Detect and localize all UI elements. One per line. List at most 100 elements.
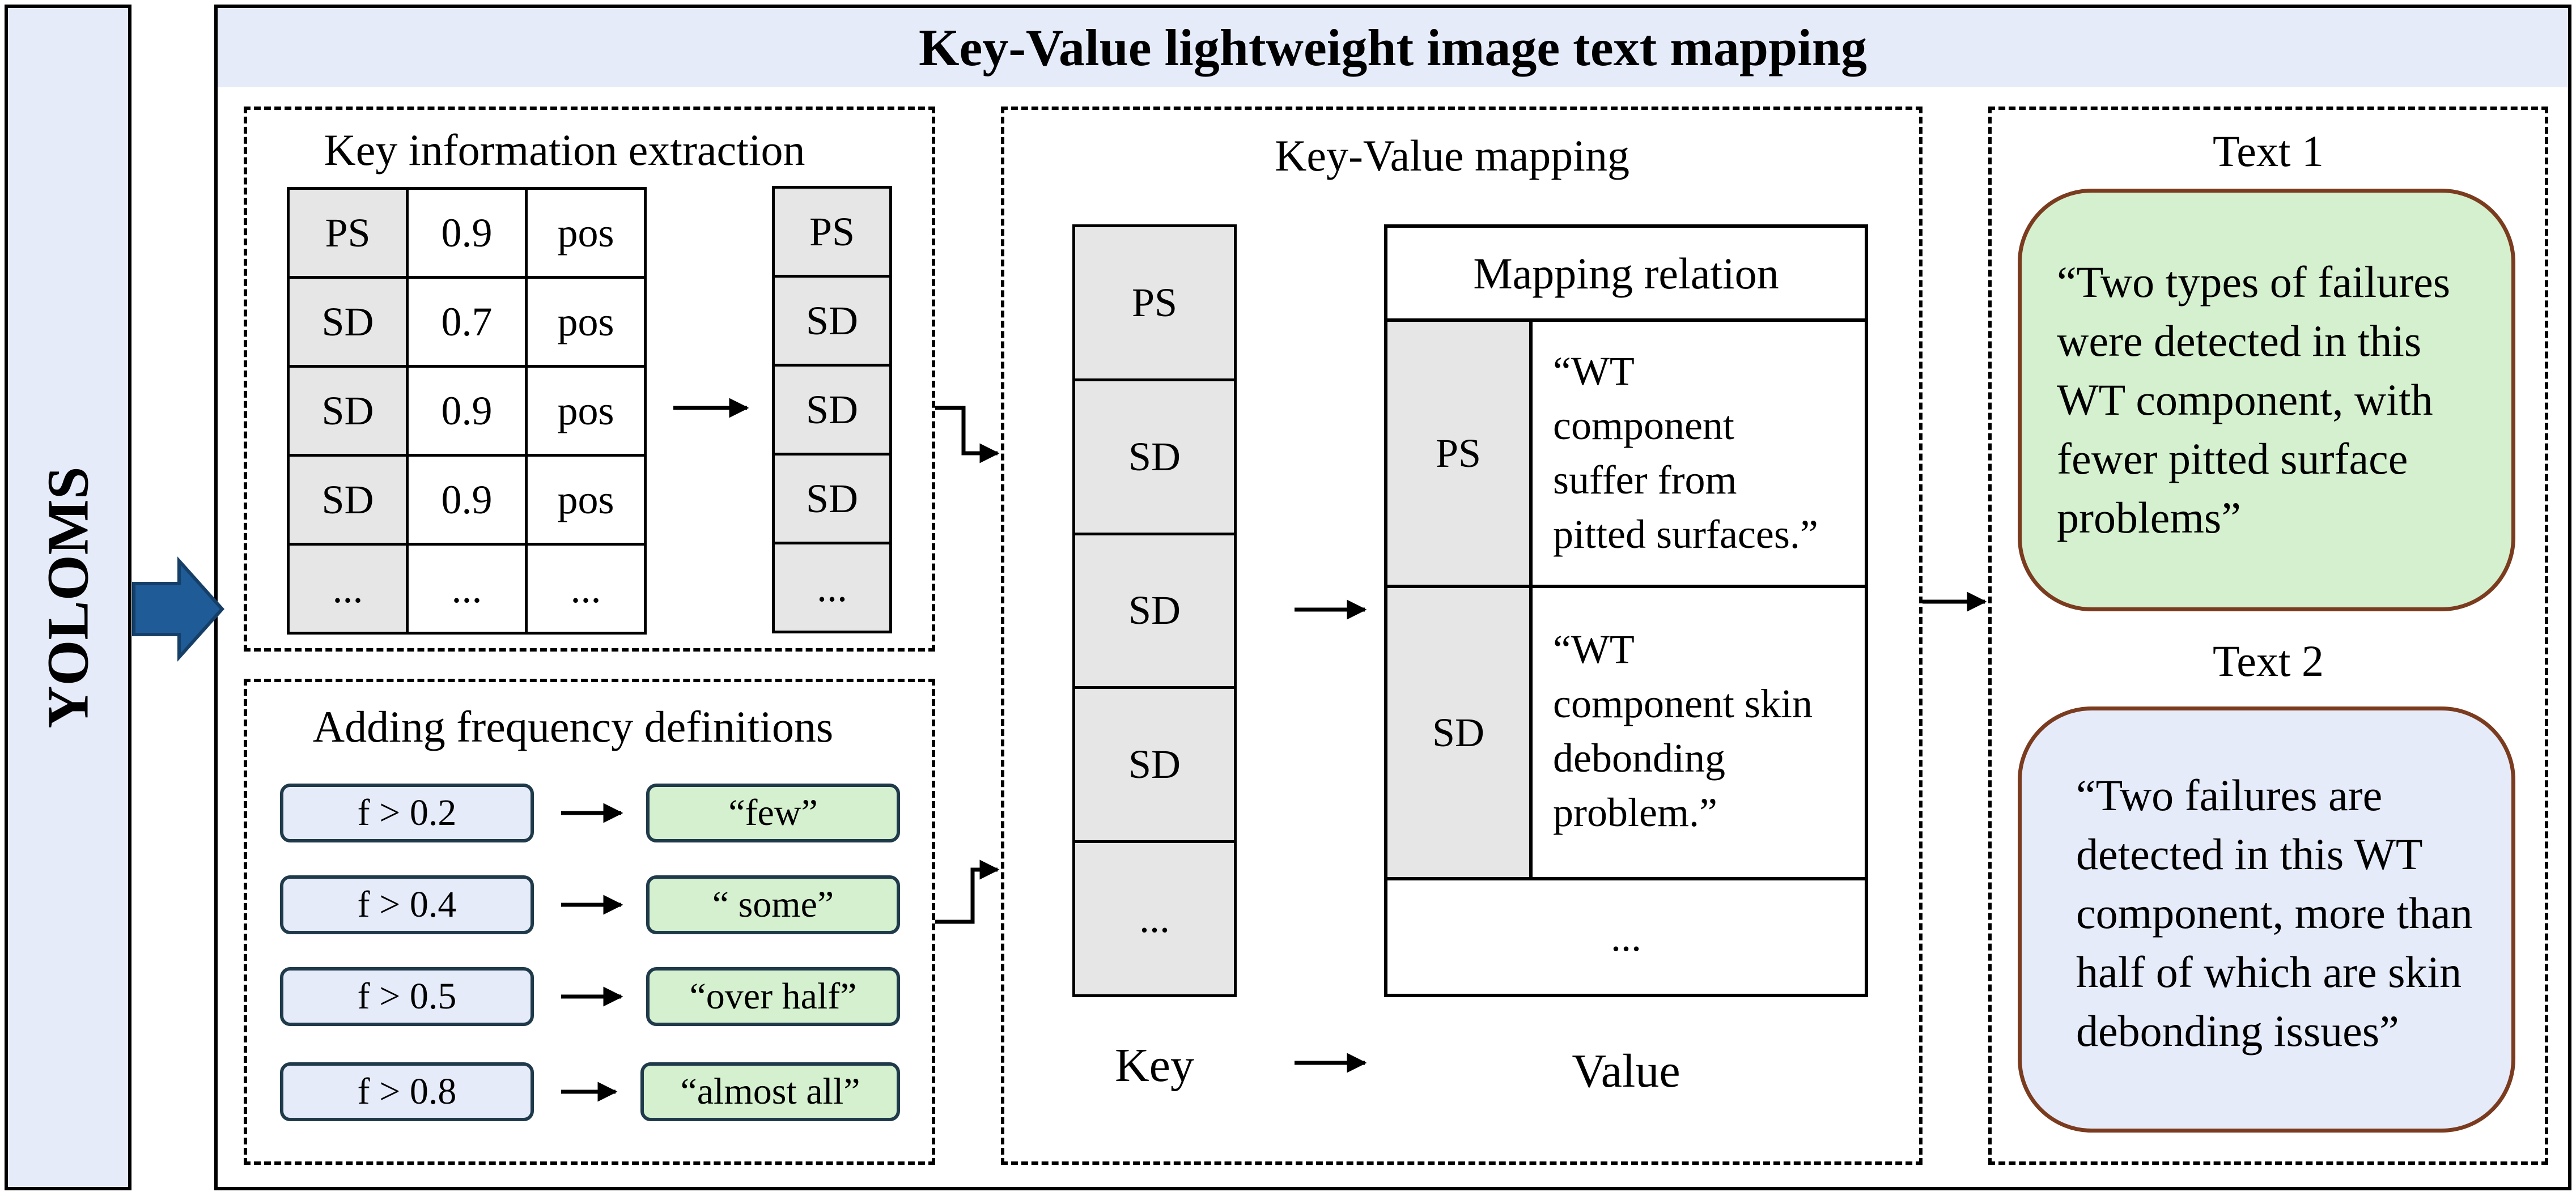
text-line: “Two types of failures <box>2057 257 2451 307</box>
class-cell: SD <box>287 276 409 368</box>
relation-value-line: problem.” <box>1553 790 1717 835</box>
relation-value-line: suffer from <box>1553 457 1737 503</box>
relation-value-line: debonding <box>1553 735 1725 781</box>
title-band <box>218 8 2568 87</box>
text-line: fewer pitted surface <box>2057 434 2408 483</box>
column-divider <box>1529 322 1533 880</box>
position-cell: pos <box>525 365 647 457</box>
key-cell: ... <box>772 542 892 633</box>
key-cell: SD <box>772 364 892 456</box>
frequency-threshold: f > 0.4 <box>280 875 534 934</box>
table-row: SD <box>772 453 892 544</box>
text-line: were detected in this <box>2057 316 2422 365</box>
text-2-bubble: “Two failures are detected in this WT co… <box>2018 706 2515 1133</box>
table-row: ... <box>1072 840 1237 997</box>
key-cell: SD <box>772 453 892 544</box>
table-row: PS <box>1072 224 1237 381</box>
confidence-cell: 0.7 <box>406 276 528 368</box>
frequency-panel <box>244 679 935 1165</box>
arrow <box>935 406 1000 463</box>
relation-value-line: pitted surfaces.” <box>1553 512 1818 557</box>
relation-key: PS <box>1435 430 1482 476</box>
text-1-bubble: “Two types of failures were detected in … <box>2018 189 2515 611</box>
text-line: detected in this WT <box>2076 829 2423 879</box>
relation-value-line: component <box>1553 403 1734 448</box>
text-title: Text 1 <box>2213 126 2324 176</box>
frequency-word: “few” <box>646 784 900 842</box>
table-row: SD <box>772 364 892 456</box>
mapping-frame <box>214 5 2571 1190</box>
text-line: “Two failures are <box>2076 771 2383 820</box>
position-cell: pos <box>525 276 647 368</box>
relation-value: “WT component skin debonding problem.” <box>1553 622 1865 840</box>
text-line: debonding issues” <box>2076 1006 2399 1055</box>
extraction-title: Key information extraction <box>324 125 805 174</box>
row-divider <box>1384 318 1868 322</box>
key-cell: SD <box>1072 686 1237 844</box>
input-arrow <box>132 556 225 662</box>
frequency-threshold: f > 0.8 <box>280 1062 534 1121</box>
relation-value-line: component skin <box>1553 681 1813 726</box>
frequency-threshold: f > 0.2 <box>280 784 534 842</box>
confidence-cell: 0.9 <box>406 454 528 546</box>
table-row: ... <box>772 542 892 633</box>
frequency-word: “over half” <box>646 967 900 1026</box>
row-divider <box>1384 877 1868 880</box>
table-row: SD 0.9 pos <box>287 365 647 457</box>
table-row: SD 0.7 pos <box>287 276 647 368</box>
position-cell: pos <box>525 454 647 546</box>
relation-more-row <box>1387 880 1865 994</box>
position-cell: ... <box>525 543 647 635</box>
key-cell: PS <box>1072 224 1237 381</box>
table-row: SD 0.9 pos <box>287 454 647 546</box>
table-row: PS <box>772 186 892 278</box>
table-row: PS 0.9 pos <box>287 187 647 279</box>
class-cell: ... <box>287 543 409 635</box>
key-cell: PS <box>772 186 892 278</box>
frequency-word: “almost all” <box>640 1062 900 1121</box>
frequency-threshold: f > 0.5 <box>280 967 534 1026</box>
mapping-relation-table <box>1384 224 1868 997</box>
yoloms-bar <box>5 5 131 1190</box>
key-cell: SD <box>772 275 892 367</box>
key-cell: ... <box>1072 840 1237 997</box>
diagram-title: Key-Value lightweight image text mapping <box>919 19 1867 76</box>
frequency-title: Adding frequency definitions <box>312 702 834 751</box>
kv-mapping-title: Key-Value mapping <box>1275 131 1629 180</box>
table-row: SD <box>772 275 892 367</box>
key-cell: SD <box>1072 532 1237 689</box>
text-line: component, more than <box>2076 888 2473 938</box>
confidence-cell: 0.9 <box>406 187 528 279</box>
extraction-panel <box>244 107 935 652</box>
mapping-relation-title: Mapping relation <box>1473 249 1779 298</box>
text-line: WT component, with <box>2057 375 2433 424</box>
class-cell: PS <box>287 187 409 279</box>
detection-table: PS 0.9 pos SD 0.7 pos SD 0.9 pos SD 0.9 … <box>287 187 647 635</box>
confidence-cell: ... <box>406 543 528 635</box>
table-row: ... ... ... <box>287 543 647 635</box>
class-cell: SD <box>287 365 409 457</box>
confidence-cell: 0.9 <box>406 365 528 457</box>
class-cell: SD <box>287 454 409 546</box>
table-row: SD <box>1072 532 1237 689</box>
relation-key: SD <box>1432 709 1485 755</box>
relation-value: “WT component suffer from pitted surface… <box>1553 344 1865 561</box>
table-row: SD <box>1072 686 1237 844</box>
key-label: Key <box>1115 1038 1194 1092</box>
text-line: problems” <box>2057 493 2241 542</box>
kv-mapping-panel <box>1001 107 1923 1165</box>
table-row: SD <box>1072 378 1237 535</box>
relation-value-line: “WT <box>1553 627 1635 672</box>
text-line: half of which are skin <box>2076 947 2462 997</box>
arrow <box>935 859 1000 924</box>
row-divider <box>1384 585 1868 588</box>
value-label: Value <box>1572 1044 1680 1097</box>
text-output-panel <box>1988 107 2548 1165</box>
relation-more: ... <box>1611 914 1641 960</box>
key-column-table: PS SD SD SD ... <box>772 186 892 633</box>
key-cell: SD <box>1072 378 1237 535</box>
relation-key-column <box>1387 322 1529 954</box>
text-title: Text 2 <box>2213 636 2324 686</box>
position-cell: pos <box>525 187 647 279</box>
